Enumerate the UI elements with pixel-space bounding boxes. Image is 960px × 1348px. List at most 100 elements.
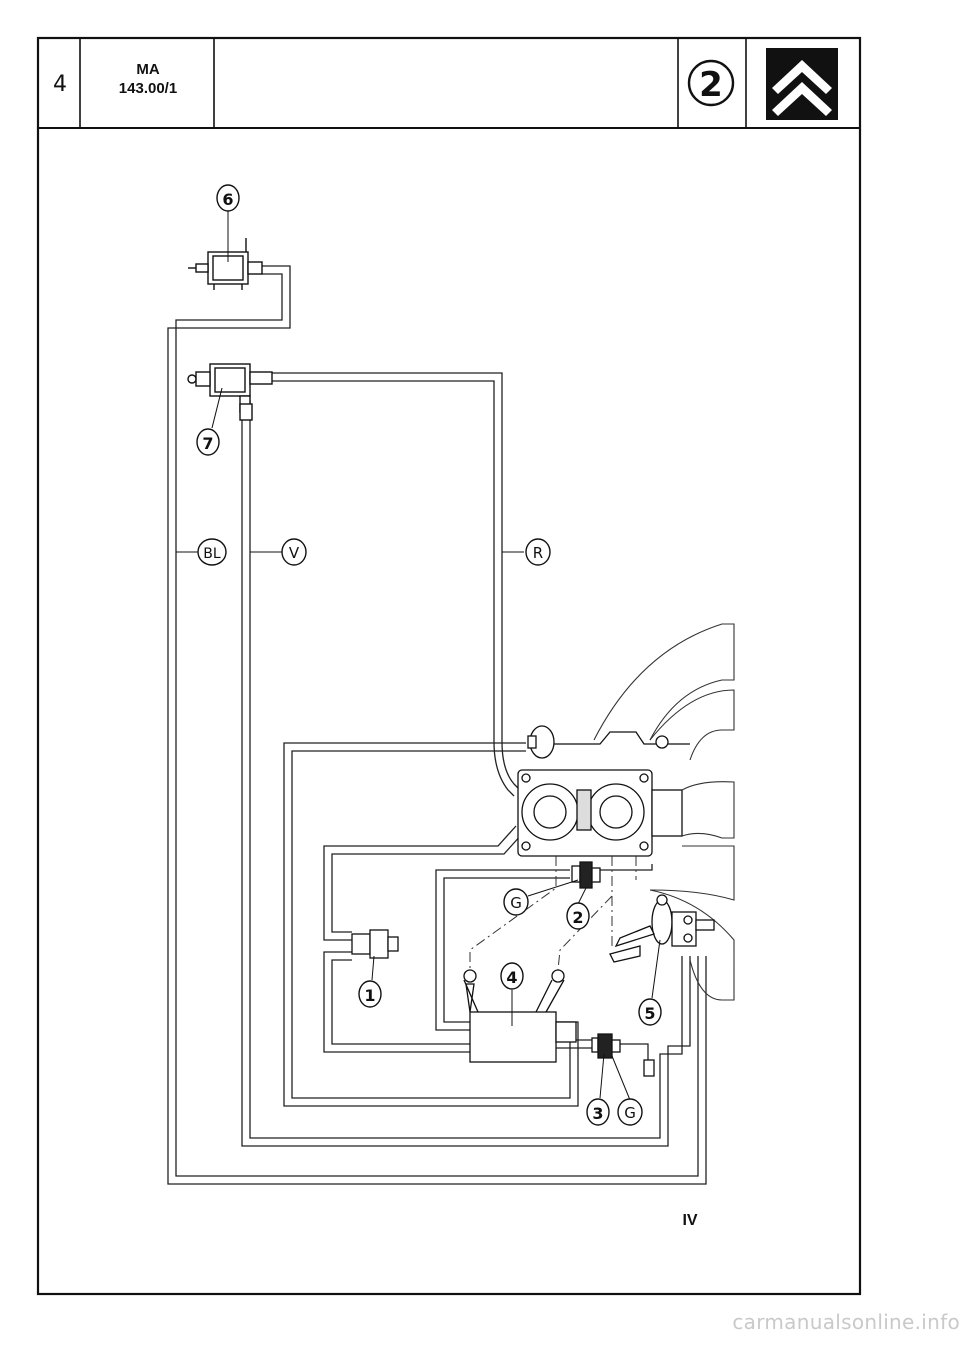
plate-number: IV bbox=[682, 1212, 698, 1229]
section-number-circle bbox=[687, 59, 735, 107]
svg-text:4: 4 bbox=[506, 968, 517, 987]
leader-3 bbox=[599, 1053, 605, 1099]
manifold-runner-4 bbox=[649, 845, 735, 901]
svg-text:6: 6 bbox=[222, 190, 233, 209]
actuator-4-strap bbox=[545, 979, 565, 1013]
regulator-2-inlet bbox=[571, 865, 581, 883]
hose-v-outer-line bbox=[241, 400, 691, 1147]
document-code: MA 143.00/1 bbox=[82, 60, 214, 98]
hose-regulator3-to-tee bbox=[616, 1043, 649, 1062]
regulator-2-diaphragm bbox=[579, 861, 593, 889]
valve-7-coil bbox=[214, 367, 246, 393]
svg-text:G: G bbox=[624, 1104, 636, 1122]
regulator-3-diaphragm bbox=[597, 1033, 613, 1059]
actuator-4-side-port bbox=[555, 1021, 577, 1043]
valve-7-port-bottom-tube bbox=[239, 403, 253, 421]
hose-label-v: V bbox=[281, 538, 307, 566]
actuator-4-strap bbox=[463, 979, 479, 1013]
hose-switch-lower-inner bbox=[331, 959, 470, 1045]
link-line bbox=[469, 856, 557, 970]
document-code-line2: 143.00/1 bbox=[118, 80, 178, 97]
valve-5-port bbox=[683, 933, 693, 943]
svg-text:7: 7 bbox=[202, 434, 213, 453]
valve-5-lever bbox=[614, 925, 655, 948]
hose-v-inner-line bbox=[249, 400, 683, 1139]
hose-label-g2: G bbox=[617, 1098, 643, 1126]
regulator-3 bbox=[591, 1033, 655, 1077]
svg-text:2: 2 bbox=[572, 908, 583, 927]
svg-text:R: R bbox=[533, 544, 543, 562]
regulator-2-outlet bbox=[591, 867, 601, 883]
switch-1-terminal bbox=[387, 936, 399, 952]
solenoid-valve-6 bbox=[188, 238, 263, 290]
actuator-4-body bbox=[469, 1011, 557, 1063]
valve-7-body bbox=[209, 363, 251, 397]
throttle-linkage bbox=[554, 731, 690, 745]
leader-5 bbox=[651, 939, 661, 999]
hose-r-outer-line bbox=[272, 372, 521, 791]
manifold-runner-3 bbox=[681, 781, 735, 839]
callout-4: 4 bbox=[500, 962, 524, 990]
hose-switch-lower-outer bbox=[323, 951, 470, 1053]
valve-5-arm bbox=[609, 945, 641, 963]
hose-regulator-outer bbox=[435, 869, 570, 1031]
actuator-4-mount-right bbox=[551, 969, 565, 983]
double-chevron-logo bbox=[766, 48, 838, 120]
side-housing bbox=[651, 789, 683, 837]
watermark: carmanualsonline.info bbox=[732, 1310, 960, 1334]
hose-regulator-right bbox=[598, 864, 653, 871]
hose-capsule-loop-inner bbox=[291, 750, 571, 1099]
link-line bbox=[557, 856, 613, 971]
throttle-shaft-block bbox=[576, 789, 592, 831]
switch-1-body bbox=[351, 933, 371, 955]
valve-5-diaphragm bbox=[651, 899, 673, 945]
vacuum-capsule-fitting bbox=[527, 735, 537, 749]
mount-hole bbox=[521, 841, 531, 851]
valve-5-port bbox=[683, 915, 693, 925]
hose-label-bl: BL bbox=[197, 538, 227, 566]
valve-5-cap bbox=[656, 894, 668, 906]
upper-chevron-icon bbox=[772, 60, 832, 94]
mount-hole bbox=[521, 773, 531, 783]
throttle-bore-right bbox=[587, 783, 645, 841]
manifold-runner-2 bbox=[649, 689, 735, 761]
leader-g2 bbox=[611, 1055, 631, 1101]
throttle-plate-right bbox=[599, 795, 633, 829]
manifold-runner-1 bbox=[593, 623, 735, 741]
callout-2: 2 bbox=[566, 902, 590, 930]
hose-labels: BL V R G G bbox=[197, 538, 643, 1126]
carburettor-assembly bbox=[517, 725, 690, 857]
section-number-badge: 2 bbox=[687, 59, 735, 107]
svg-text:1: 1 bbox=[364, 986, 375, 1005]
valve-7-port-left bbox=[195, 371, 211, 387]
valve-6-port-right bbox=[247, 261, 263, 275]
callout-7: 7 bbox=[196, 428, 220, 456]
svg-text:5: 5 bbox=[644, 1004, 655, 1023]
document-code-line1: MA bbox=[136, 61, 160, 78]
mechanical-links bbox=[469, 856, 637, 971]
page-number: 4 bbox=[53, 72, 67, 97]
actuator-4-strap bbox=[535, 979, 553, 1013]
callout-5: 5 bbox=[638, 998, 662, 1026]
valve-6-port-left bbox=[195, 263, 209, 273]
leader-g1 bbox=[527, 879, 579, 897]
callout-1: 1 bbox=[358, 980, 382, 1008]
valve-5 bbox=[609, 894, 715, 963]
valve-7-port-right bbox=[249, 371, 273, 385]
hose-switch-upper-outer bbox=[323, 825, 517, 941]
hose-bl-inner-line bbox=[175, 273, 699, 1177]
leader-1 bbox=[371, 955, 375, 981]
hose-r-inner-line bbox=[272, 380, 515, 797]
hose-switch-upper-inner bbox=[331, 833, 523, 933]
throttle-bore-left bbox=[521, 783, 579, 841]
actuator-4-mount-left bbox=[463, 969, 477, 983]
svg-text:3: 3 bbox=[592, 1104, 603, 1123]
regulator-3-inlet bbox=[591, 1037, 599, 1053]
leader-lines bbox=[176, 210, 661, 1101]
leader-7 bbox=[211, 387, 223, 429]
callout-3: 3 bbox=[586, 1098, 610, 1126]
mount-hole bbox=[639, 841, 649, 851]
